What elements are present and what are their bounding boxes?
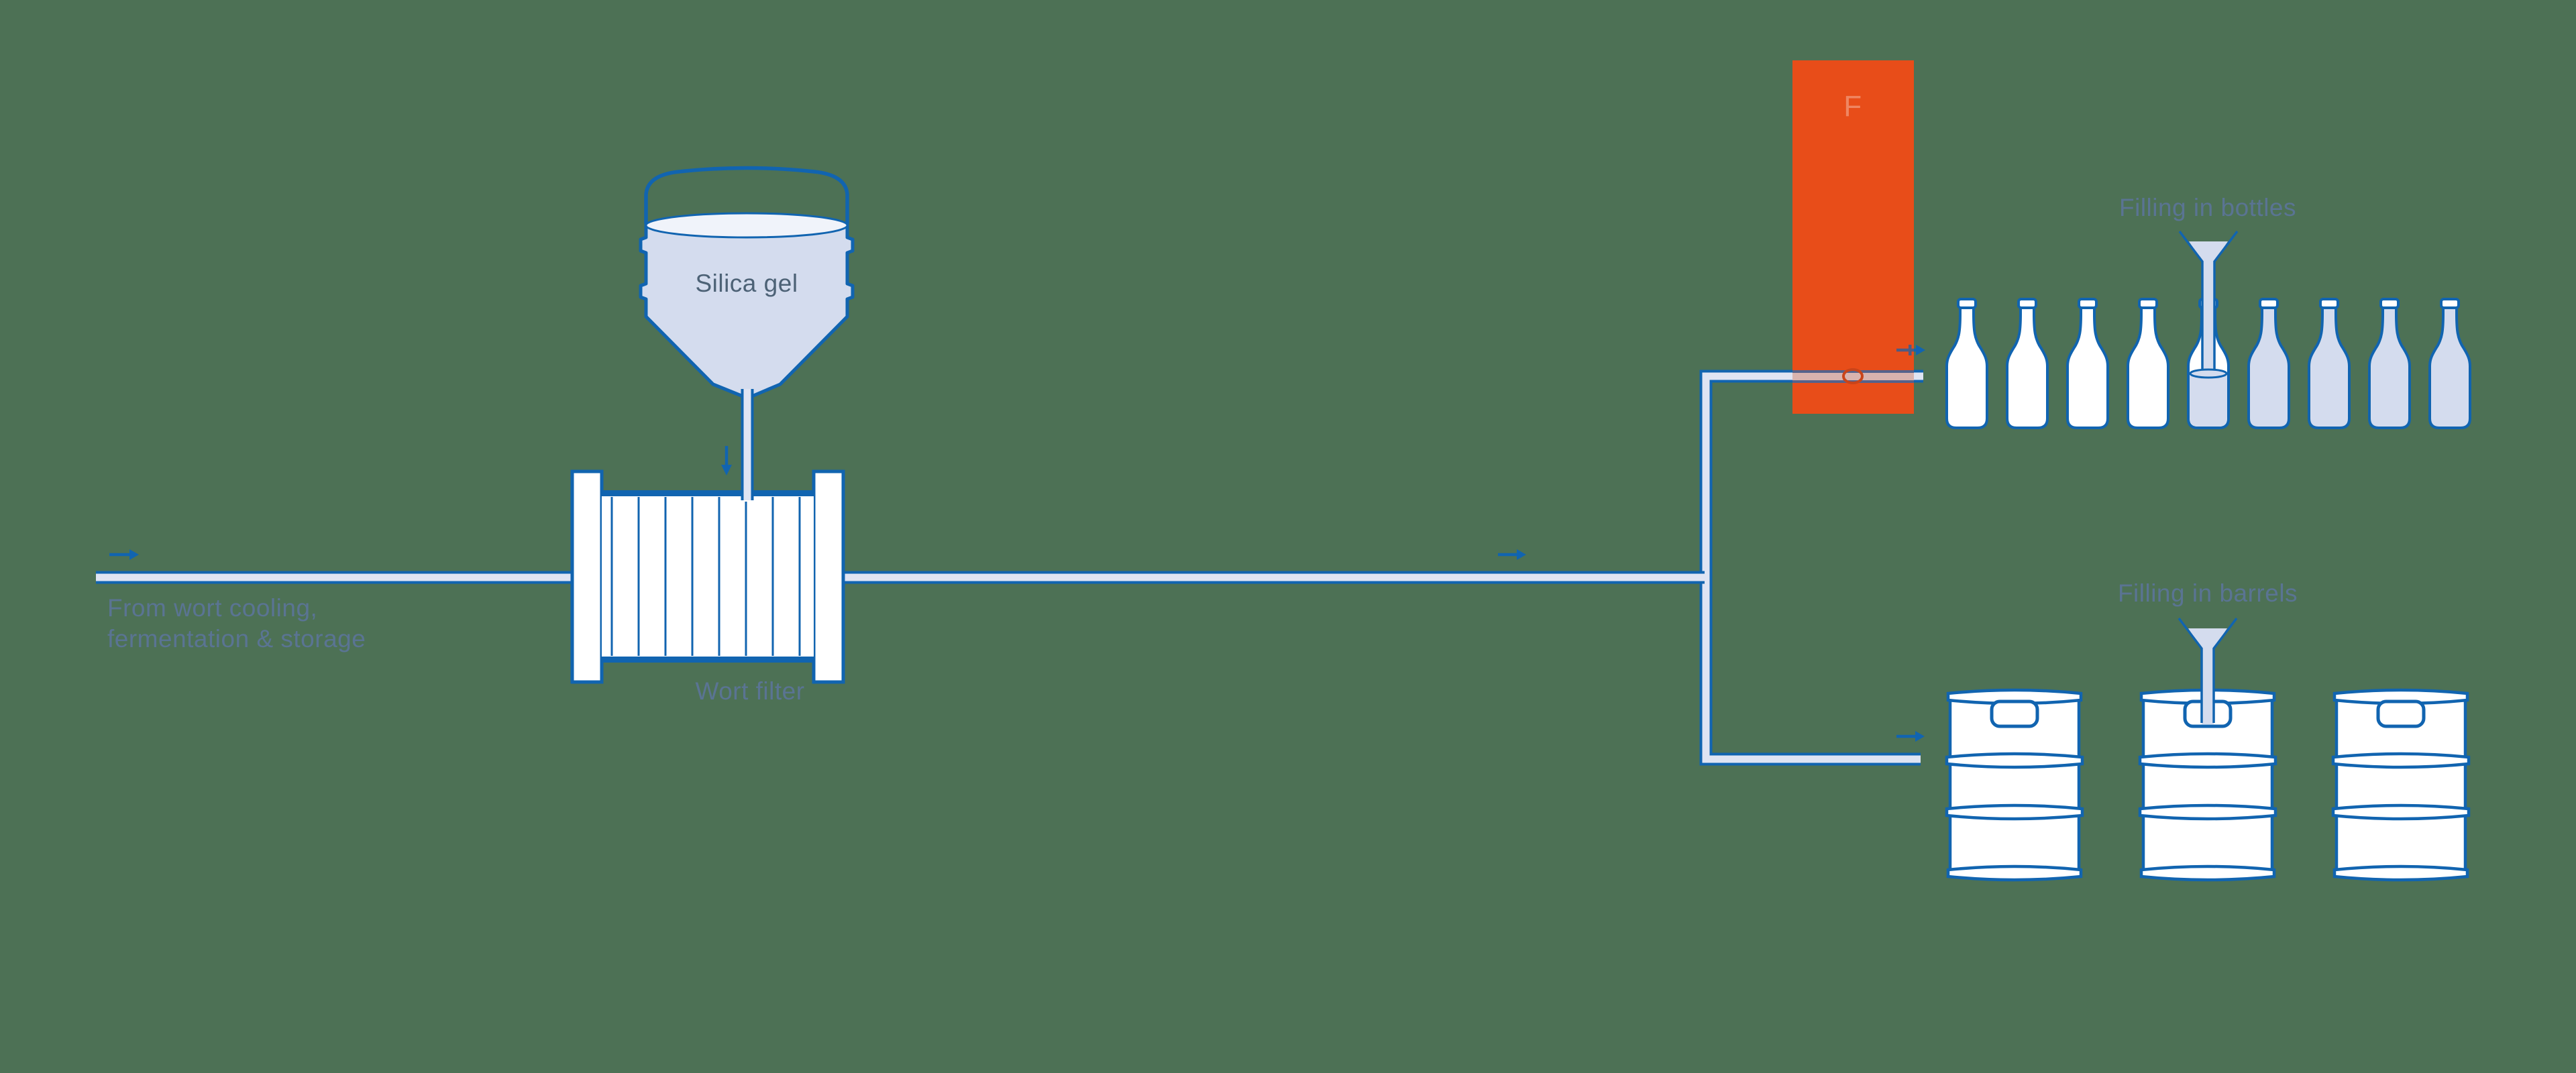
- wort-filter: [570, 469, 845, 684]
- bottle-empty: [2006, 298, 2049, 429]
- arrow-to-bottles-head: [1916, 345, 1925, 355]
- barrel-filling-station: [1947, 617, 2469, 880]
- bottle-liquid-surface: [2189, 368, 2228, 379]
- filter-bottom-bar: [602, 657, 814, 663]
- hopper-lid-outline: [644, 166, 849, 225]
- bottle-full: [2247, 298, 2290, 429]
- source-label-line2: fermentation & storage: [107, 625, 366, 653]
- flow-arrows: [109, 446, 1925, 742]
- hopper-body: [639, 223, 855, 398]
- highlight-letter: F: [1843, 90, 1862, 123]
- barrel: [1947, 690, 2082, 880]
- filter-top-bar: [602, 490, 814, 496]
- highlight-rect: [1792, 60, 1914, 414]
- funnel-outline-left: [2178, 230, 2204, 372]
- barrel: [2333, 690, 2469, 880]
- filter-plate-pack: [602, 490, 814, 663]
- highlight-pipe-fill: [1792, 373, 1914, 380]
- arrow-after-filter-head: [1517, 549, 1526, 560]
- pipe-network: [96, 370, 1923, 766]
- funnel-outline-right: [2213, 230, 2239, 372]
- wort-filter-label: Wort filter: [695, 677, 805, 705]
- funnel-fill: [2188, 628, 2227, 724]
- bottle-empty: [2127, 298, 2169, 429]
- bottle-empty: [1945, 298, 1988, 429]
- bottle-full: [2308, 298, 2351, 429]
- arrow-to-barrels-head: [1915, 731, 1925, 742]
- filter-end-plate-right: [812, 469, 845, 684]
- arrow-to-bottles-crossbar: [1909, 345, 1912, 355]
- filter-plate-separators: [610, 497, 801, 656]
- bottle-full: [2428, 298, 2471, 429]
- bottle-filling: [2187, 298, 2230, 429]
- funnel-outline-right: [2212, 617, 2238, 723]
- branch-pipe: [1699, 370, 1923, 766]
- funnel-outline-left: [2178, 617, 2203, 723]
- barrel-funnel: [2178, 617, 2238, 724]
- bottle-full: [2368, 298, 2411, 429]
- filter-end-plate-left: [570, 469, 604, 684]
- bottle-filling-station: [1945, 230, 2471, 429]
- branch-pipe-fill: [1702, 372, 1923, 763]
- bottle-liquid: [2190, 374, 2227, 427]
- valve-circle: [1842, 368, 1864, 384]
- filling-in-barrels-label: Filling in barrels: [2117, 579, 2298, 607]
- silica-gel-hopper: [639, 166, 855, 398]
- source-label: From wort cooling, fermentation & storag…: [107, 593, 366, 655]
- filling-in-bottles-label: Filling in bottles: [2118, 194, 2297, 221]
- bottle-funnel: [2178, 230, 2239, 372]
- arrow-hopper-down-head: [721, 465, 732, 475]
- silica-gel-label: Silica gel: [695, 270, 798, 297]
- arrow-source-head: [129, 549, 139, 560]
- funnel-fill: [2189, 241, 2228, 372]
- highlight-overlay: [1792, 60, 1925, 414]
- bottle-empty: [2066, 298, 2109, 429]
- hopper-opening: [645, 212, 849, 239]
- source-label-line1: From wort cooling,: [107, 594, 318, 622]
